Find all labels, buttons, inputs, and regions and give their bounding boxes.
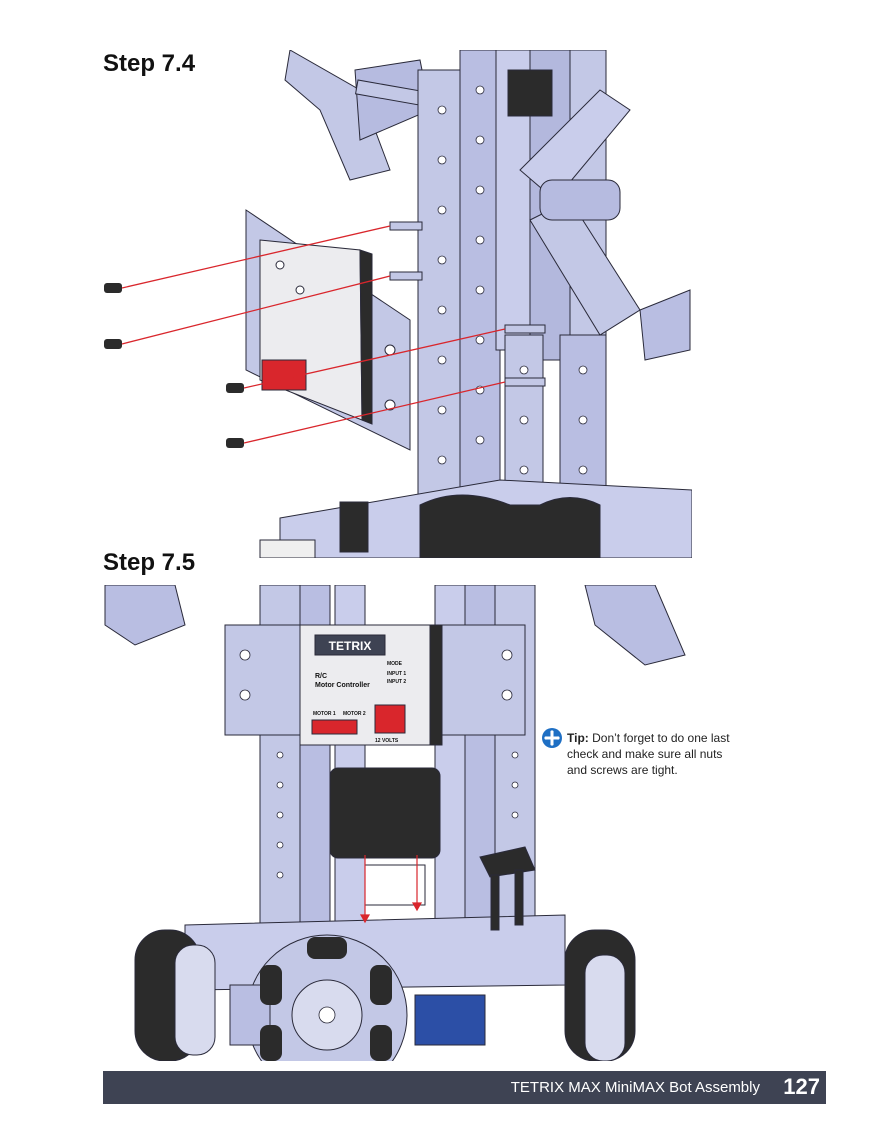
step-7-4-illustration — [100, 50, 692, 558]
step-7-4-drawing — [104, 50, 692, 558]
tip-text: Don’t forget to do one last check and ma… — [567, 731, 730, 777]
controller-input2-label: INPUT 2 — [387, 679, 406, 685]
tip-label: Tip: — [567, 731, 589, 745]
controller-motor2-label: MOTOR 2 — [343, 711, 366, 717]
plus-circle-icon — [542, 728, 562, 748]
controller-input1-label: INPUT 1 — [387, 671, 406, 677]
controller-motor1-label: MOTOR 1 — [313, 711, 336, 717]
controller-name-line2: Motor Controller — [315, 682, 370, 689]
footer-title: TETRIX MAX MiniMAX Bot Assembly — [510, 1079, 760, 1096]
controller-brand: TETRIX — [329, 639, 372, 653]
step-7-5-title: Step 7.5 — [103, 549, 196, 576]
page-footer: TETRIX MAX MiniMAX Bot Assembly 127 — [103, 1071, 826, 1104]
page-number: 127 — [783, 1074, 820, 1099]
step-7-4-title: Step 7.4 — [103, 50, 196, 77]
step-7-5-illustration: TETRIX R/C Motor Controller MODE INPUT 1… — [95, 585, 695, 1061]
controller-mode-label: MODE — [387, 661, 403, 667]
controller-volts-label: 12 VOLTS — [375, 738, 399, 744]
tip-body: Tip: Don’t forget to do one last check a… — [567, 730, 737, 778]
step-7-5-drawing: TETRIX R/C Motor Controller MODE INPUT 1… — [104, 585, 686, 1061]
controller-name-line1: R/C — [315, 673, 327, 680]
